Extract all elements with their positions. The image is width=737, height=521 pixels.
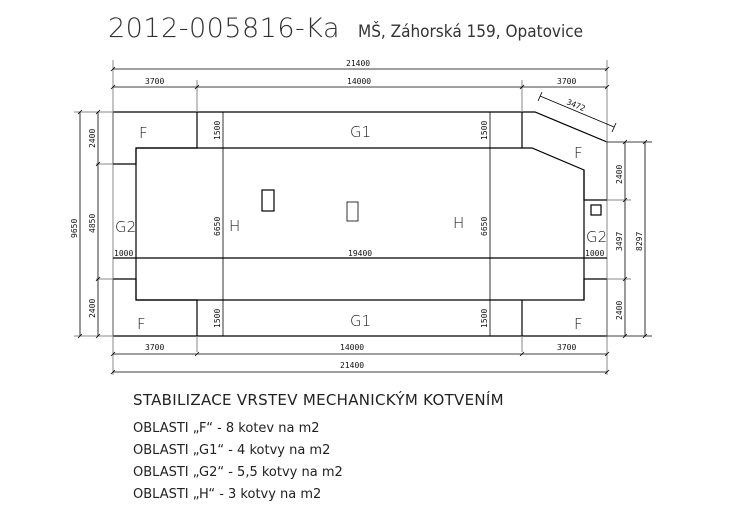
dim-left-total: 9650 [70, 219, 79, 238]
zone-label-f: F [139, 124, 148, 142]
dim-top-total: 21400 [346, 59, 370, 68]
building-outline [112, 60, 608, 375]
drawing-code: 2012-005816-Ka [108, 13, 340, 44]
dim-right-middle: 3497 [615, 232, 624, 251]
zone-f-hatching [112, 111, 608, 337]
dim-inner-1000: 1000 [585, 249, 604, 258]
dim-inner-1500: 1500 [480, 121, 489, 140]
zone-label-g1: G1 [350, 312, 371, 330]
right-dimensions: 2400 3497 2400 8297 [607, 139, 652, 339]
legend-item-g1: OBLASTI „G1“ - 4 kotvy na m2 [133, 443, 330, 458]
zone-label-h: H [453, 214, 464, 232]
skylight-2 [346, 201, 359, 222]
zone-label-f: F [137, 315, 146, 333]
skylight-1 [261, 189, 275, 212]
dim-bottom-left: 3700 [145, 343, 164, 352]
zone-label-g2: G2 [586, 228, 607, 246]
zone-label-g2: G2 [115, 218, 136, 236]
legend-item-f: OBLASTI „F“ - 8 kotev na m2 [133, 421, 320, 436]
skylight-3 [590, 204, 602, 216]
dim-inner-19400: 19400 [348, 249, 372, 258]
bottom-dimensions: 3700 14000 3700 21400 [110, 343, 610, 375]
legend-item-g2: OBLASTI „G2“ - 5,5 kotvy na m2 [133, 465, 343, 480]
dim-left-bottom: 2400 [88, 299, 97, 318]
legend-heading: STABILIZACE VRSTEV MECHANICKÝM KOTVENÍM [133, 390, 504, 409]
dim-bottom-middle: 14000 [340, 343, 364, 352]
top-dimensions: 21400 3700 14000 3700 3472 [110, 59, 617, 133]
dim-top-left: 3700 [145, 77, 164, 86]
dim-right-bottom: 2400 [615, 301, 624, 320]
dim-inner-6650: 6650 [213, 217, 222, 236]
dim-inner-1000: 1000 [114, 249, 133, 258]
dim-left-middle: 4850 [88, 214, 97, 233]
legend-item-h: OBLASTI „H“ - 3 kotvy na m2 [133, 487, 321, 502]
dim-left-top: 2400 [88, 129, 97, 148]
zone-label-h: H [229, 217, 240, 235]
dim-inner-6650: 6650 [480, 217, 489, 236]
dim-inner-1500: 1500 [213, 309, 222, 328]
dim-right-total: 8297 [635, 232, 644, 251]
left-dimensions: 9650 2400 4850 2400 [70, 109, 113, 339]
dim-top-middle: 14000 [347, 77, 371, 86]
dim-inner-1500: 1500 [480, 309, 489, 328]
dim-top-right: 3700 [557, 77, 576, 86]
dim-right-top: 2400 [615, 165, 624, 184]
zone-label-f: F [574, 144, 583, 162]
inner-dimensions: 1500 1500 1500 1500 6650 6650 19400 1000… [114, 121, 604, 328]
zone-label-g1: G1 [350, 123, 371, 141]
legend: STABILIZACE VRSTEV MECHANICKÝM KOTVENÍM … [133, 390, 504, 502]
zone-label-f: F [574, 315, 583, 333]
dim-inner-1500: 1500 [213, 121, 222, 140]
drawing-address: MŠ, Záhorská 159, Opatovice [358, 20, 583, 42]
dim-bottom-right: 3700 [557, 343, 576, 352]
dim-bottom-total: 21400 [340, 361, 364, 370]
